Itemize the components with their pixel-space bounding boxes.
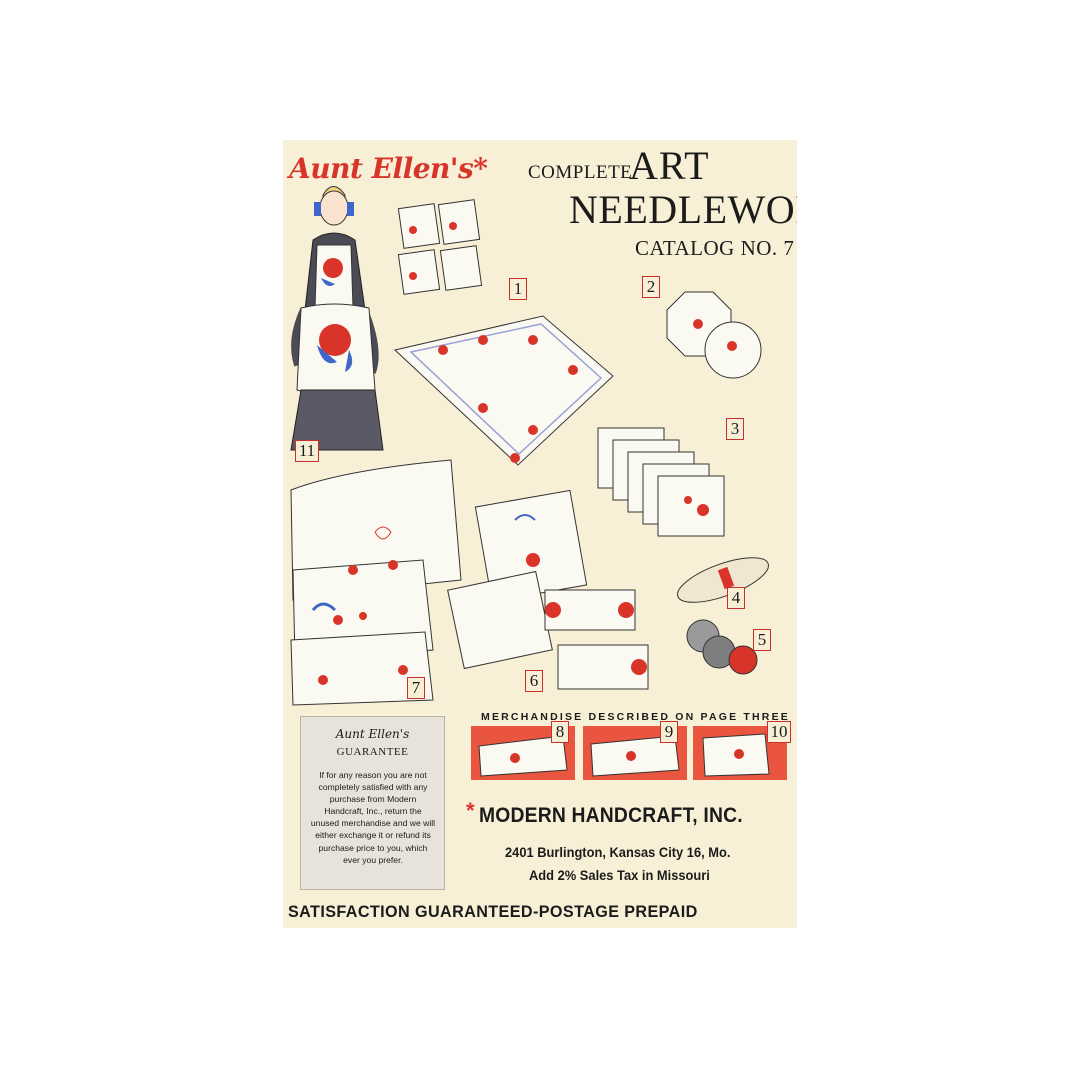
guarantee-text: If for any reason you are not completely… (310, 770, 436, 865)
napkin-set-illustration (597, 427, 725, 537)
hotpad-illustration (666, 291, 762, 379)
company-star: * (466, 798, 475, 823)
item-number-7: 7 (407, 677, 425, 699)
item-number-1: 1 (509, 278, 527, 300)
guarantee-brand: Aunt Ellen's (335, 727, 410, 741)
tablecloth-set-illustration (393, 199, 614, 466)
brand-star: * (473, 152, 488, 185)
item-number-5: 5 (753, 629, 771, 651)
illustrations (290, 186, 787, 780)
brand-name: Aunt Ellen's (289, 152, 474, 185)
item-number-6: 6 (525, 670, 543, 692)
merchandise-note: MERCHANDISE DESCRIBED ON PAGE THREE (481, 711, 790, 723)
dresser-scarf-illustration (447, 489, 649, 690)
footer-guarantee: SATISFACTION GUARANTEED-POSTAGE PREPAID (288, 903, 698, 921)
title-complete: COMPLETE (528, 162, 633, 183)
item-number-10: 10 (767, 721, 791, 743)
item-number-9: 9 (660, 721, 678, 743)
item-number-4: 4 (727, 587, 745, 609)
sales-tax-note: Add 2% Sales Tax in Missouri (529, 867, 710, 883)
brand-logo: Aunt Ellen's* (289, 152, 488, 185)
woman-apron-illustration (290, 186, 384, 451)
item-number-2: 2 (642, 276, 660, 298)
item-number-3: 3 (726, 418, 744, 440)
item-number-8: 8 (551, 721, 569, 743)
merchandise-panels (471, 726, 787, 780)
catalog-number: CATALOG NO. 7 (635, 236, 795, 260)
title-art: ART (629, 143, 710, 188)
company-name: MODERN HANDCRAFT, INC. (479, 804, 743, 827)
floss-skein-illustration (677, 557, 769, 675)
company-address: 2401 Burlington, Kansas City 16, Mo. (505, 844, 731, 860)
title-needlework: NEEDLEWORK (569, 187, 797, 232)
pillowcase-illustration (290, 459, 462, 706)
item-number-11: 11 (295, 440, 319, 462)
guarantee-box: Aunt Ellen's GUARANTEE If for any reason… (300, 716, 445, 890)
guarantee-title: GUARANTEE (336, 746, 409, 758)
catalog-cover: Aunt Ellen's* COMPLETE ART NEEDLEWORK CA… (283, 140, 797, 928)
